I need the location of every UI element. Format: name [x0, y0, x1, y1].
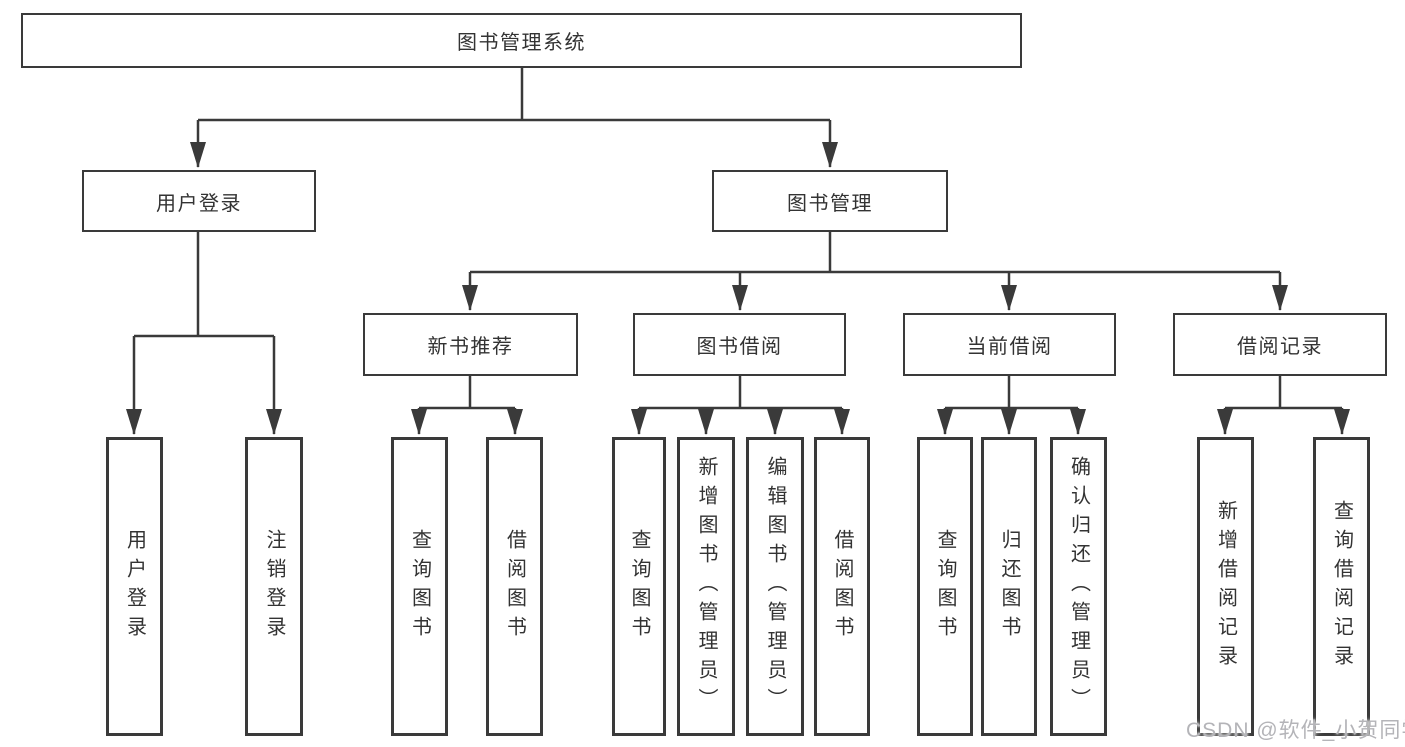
node-root-label: 图书管理系统 — [457, 32, 586, 54]
leaf-borrowing-add-books-admin-label: 新增图书（管理员） — [695, 456, 717, 717]
leaf-current-query-books-label: 查询图书 — [934, 528, 956, 645]
leaf-user-login: 用户登录 — [106, 437, 163, 736]
node-book-management-label: 图书管理 — [787, 192, 873, 215]
leaf-current-return-books-label: 归还图书 — [998, 528, 1020, 645]
node-book-borrowing-label: 图书借阅 — [696, 336, 783, 358]
node-book-borrowing: 图书借阅 — [633, 313, 846, 376]
leaf-logout-label: 注销登录 — [263, 528, 285, 645]
leaf-records-query-record: 查询借阅记录 — [1313, 437, 1370, 736]
leaf-records-add-record-label: 新增借阅记录 — [1214, 499, 1237, 674]
node-current-borrowing-label: 当前借阅 — [966, 336, 1053, 358]
leaf-borrowing-add-books-admin: 新增图书（管理员） — [677, 437, 735, 736]
leaf-user-login-label: 用户登录 — [123, 528, 146, 645]
node-root: 图书管理系统 — [21, 13, 1022, 68]
node-new-book-recommend-label: 新书推荐 — [427, 336, 514, 358]
leaf-recommend-query-books-label: 查询图书 — [408, 528, 431, 645]
leaf-borrowing-query-books: 查询图书 — [612, 437, 666, 736]
leaf-current-return-books: 归还图书 — [981, 437, 1037, 736]
node-user-login: 用户登录 — [82, 170, 316, 232]
node-current-borrowing: 当前借阅 — [903, 313, 1116, 376]
node-user-login-label: 用户登录 — [156, 192, 242, 215]
leaf-records-add-record: 新增借阅记录 — [1197, 437, 1254, 736]
leaf-records-query-record-label: 查询借阅记录 — [1330, 499, 1353, 674]
leaf-current-confirm-return-admin: 确认归还（管理员） — [1050, 437, 1107, 736]
watermark: CSDN @软件_小贺同学 — [1186, 719, 1405, 742]
leaf-recommend-borrow-books: 借阅图书 — [486, 437, 543, 736]
leaf-recommend-borrow-books-label: 借阅图书 — [503, 528, 526, 645]
leaf-borrowing-edit-books-admin: 编辑图书（管理员） — [746, 437, 804, 736]
leaf-borrowing-borrow-books: 借阅图书 — [814, 437, 870, 736]
leaf-recommend-query-books: 查询图书 — [391, 437, 448, 736]
leaf-borrowing-query-books-label: 查询图书 — [628, 528, 650, 645]
leaf-borrowing-borrow-books-label: 借阅图书 — [831, 528, 853, 645]
leaf-current-confirm-return-admin-label: 确认归还（管理员） — [1067, 456, 1090, 717]
node-borrowing-records-label: 借阅记录 — [1237, 336, 1323, 358]
leaf-borrowing-edit-books-admin-label: 编辑图书（管理员） — [764, 456, 786, 717]
node-new-book-recommend: 新书推荐 — [363, 313, 578, 376]
node-borrowing-records: 借阅记录 — [1173, 313, 1387, 376]
leaf-logout: 注销登录 — [245, 437, 303, 736]
node-book-management: 图书管理 — [712, 170, 948, 232]
leaf-current-query-books: 查询图书 — [917, 437, 973, 736]
